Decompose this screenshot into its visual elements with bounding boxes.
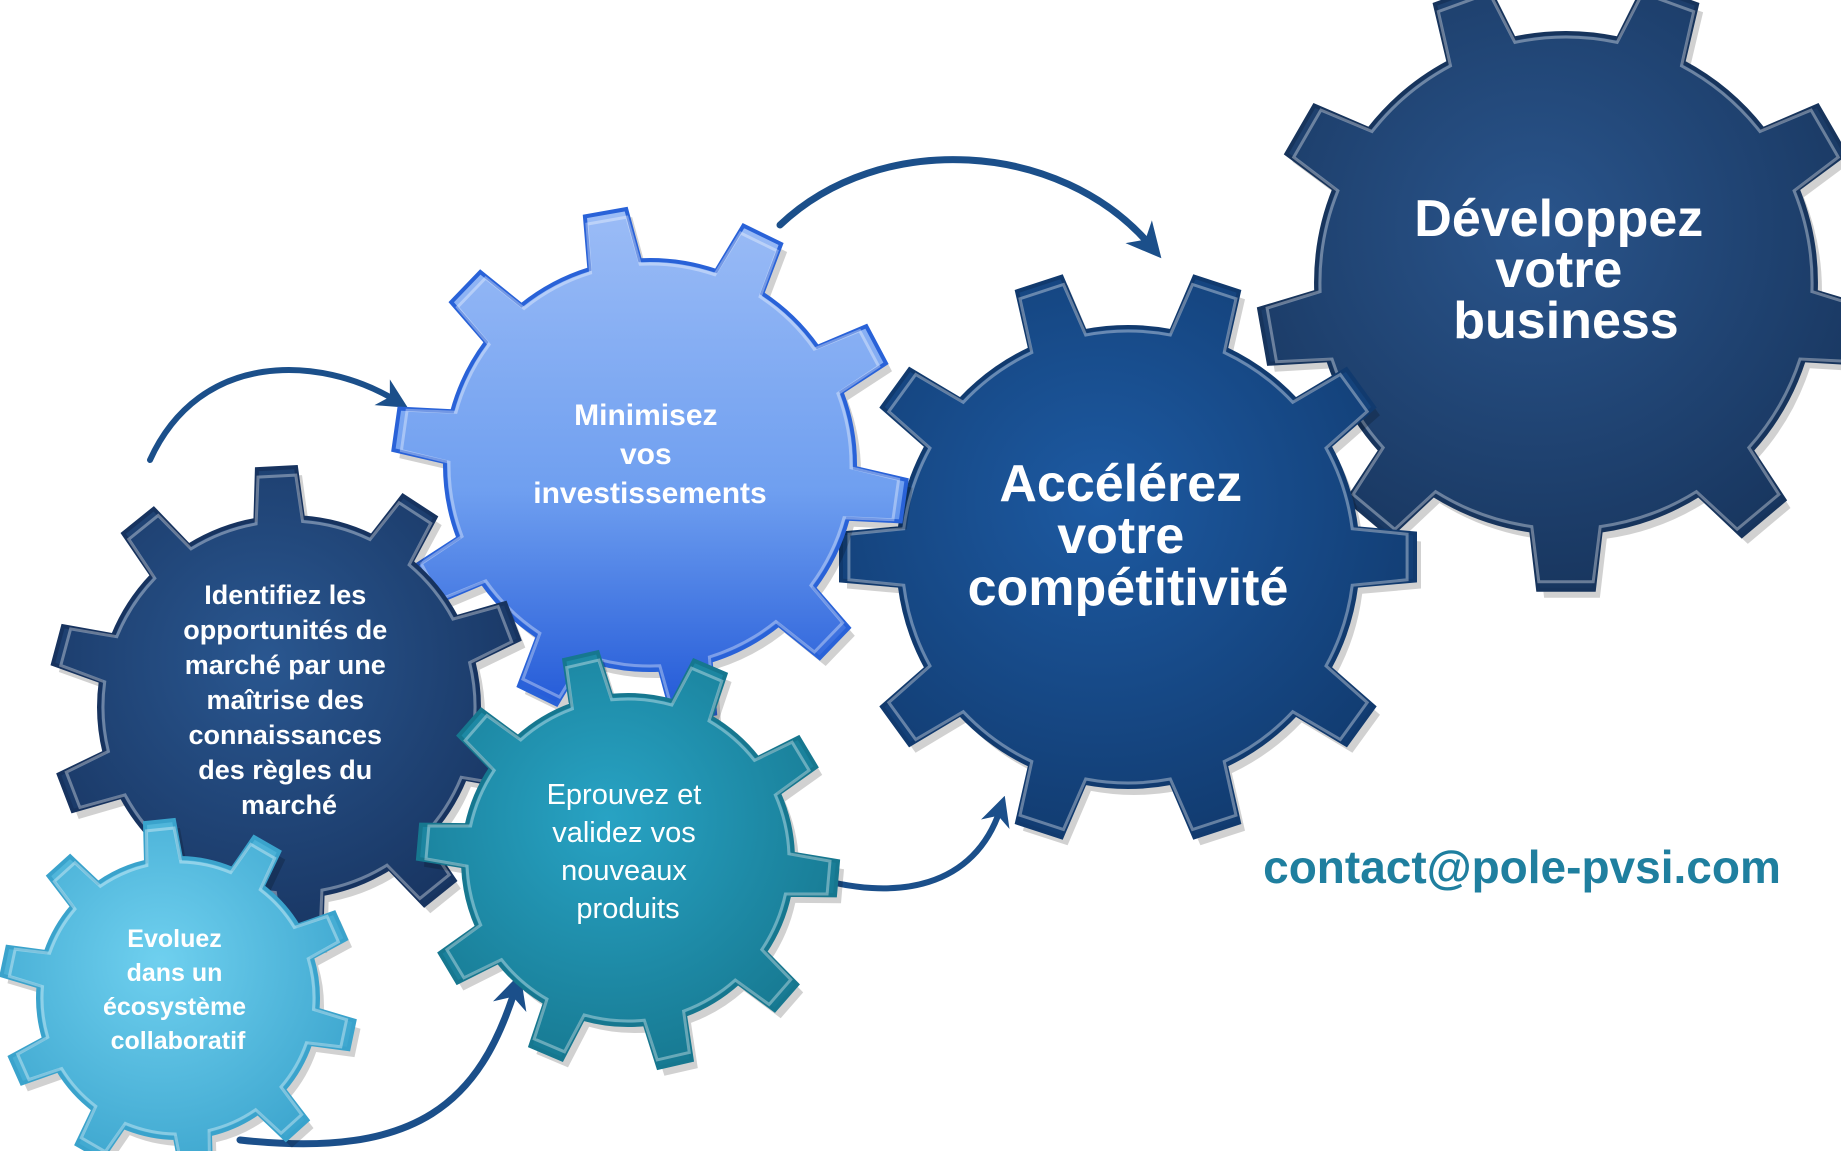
gear-body [839, 274, 1417, 840]
label-products-line: produits [576, 893, 679, 925]
label-ecosystem-line: collaboratif [111, 1027, 246, 1055]
label-investments-line: Minimisez [574, 399, 717, 432]
gear-body [391, 206, 909, 724]
contact-email[interactable]: contact@pole-pvsi.com [1263, 841, 1781, 893]
label-opportunities-line: maîtrise des [206, 685, 364, 715]
label-competitiveness-line: votre [1057, 507, 1184, 565]
gear-bevel [7, 826, 349, 1151]
label-opportunities-line: Identifiez les [204, 580, 366, 610]
label-opportunities-line: marché par une [185, 650, 386, 680]
flow-arrows [147, 156, 1162, 1148]
label-investments-line: vos [620, 438, 672, 471]
arrow-products-to-competitiveness [802, 795, 1010, 892]
label-products-line: Eprouvez et [547, 779, 702, 811]
label-business-line: votre [1495, 241, 1622, 299]
label-competitiveness: Accélérez votre compétitivité [968, 455, 1289, 617]
label-ecosystem-line: dans un [127, 959, 223, 987]
label-opportunities-line: opportunités de [183, 615, 387, 645]
gear-bevel [1265, 0, 1841, 584]
gear-body [0, 817, 357, 1151]
gear-body [415, 649, 841, 1071]
arrow-investments-to-competitiveness [776, 156, 1162, 259]
gear-competitiveness [839, 274, 1421, 846]
gear-ecosystem [0, 817, 361, 1151]
label-ecosystem-line: Evoluez [127, 925, 221, 953]
label-opportunities: Identifiez les opportunités de marché pa… [183, 580, 395, 820]
label-products-line: validez vos [552, 817, 695, 849]
gear-business [1256, 0, 1841, 598]
label-business-line: Développez [1414, 190, 1703, 248]
gear-bevel [58, 473, 520, 941]
label-products-line: nouveaux [561, 855, 687, 887]
label-investments-line: investissements [533, 477, 766, 510]
gear-bevel [399, 215, 901, 715]
arrow-ecosystem-to-products [236, 973, 527, 1148]
label-competitiveness-line: Accélérez [999, 455, 1242, 513]
arrow-opportunities-to-investments [147, 367, 408, 463]
label-business-line: business [1453, 292, 1678, 350]
label-ecosystem: Evoluez dans un écosystème collaboratif [103, 925, 253, 1055]
label-products: Eprouvez et validez vos nouveaux produit… [547, 779, 710, 925]
label-investments: Minimisez vos investissements [533, 399, 766, 510]
label-business: Développez votre business [1414, 190, 1717, 350]
label-ecosystem-line: écosystème [103, 993, 246, 1021]
gear-bevel [424, 658, 832, 1062]
gear-products [415, 649, 844, 1076]
gear-body [1256, 0, 1841, 592]
label-opportunities-line: connaissances [188, 720, 382, 750]
gear-bevel [847, 282, 1409, 832]
gear-investments [391, 206, 913, 729]
label-competitiveness-line: compétitivité [968, 559, 1289, 617]
label-opportunities-line: des règles du [198, 755, 372, 785]
label-opportunities-line: marché [241, 790, 337, 820]
